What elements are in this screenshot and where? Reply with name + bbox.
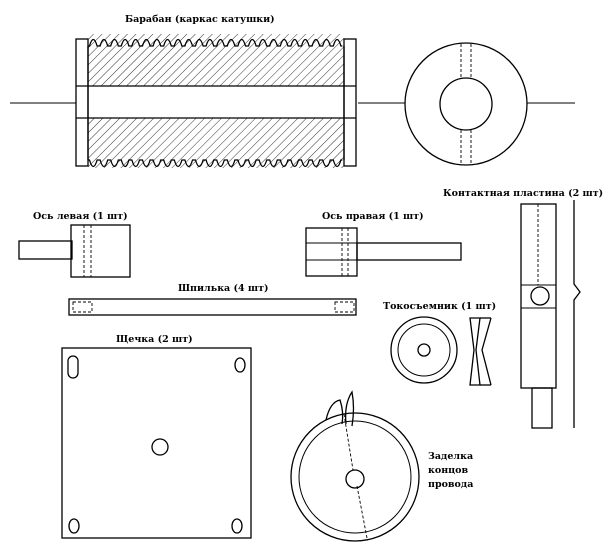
cheek-hole-bottom-left bbox=[68, 518, 80, 534]
cheek-hole-bottom-right bbox=[231, 518, 243, 534]
drum-hatch-top bbox=[88, 34, 344, 86]
cheek-slot bbox=[67, 355, 79, 379]
wire-end-hub bbox=[345, 469, 365, 489]
wire-end-label-2: концов bbox=[428, 465, 469, 476]
stud-label: Шпилька (4 шт) bbox=[178, 283, 269, 294]
drum-thread-bottom bbox=[88, 159, 343, 168]
cheek-center-hole bbox=[151, 438, 169, 456]
axle-left-hub bbox=[70, 224, 131, 278]
wire-end-dash-2 bbox=[356, 485, 368, 539]
stud-thread-left bbox=[72, 301, 93, 313]
drum-end-bore bbox=[439, 77, 493, 131]
plate-side-view bbox=[573, 200, 581, 428]
stud-body bbox=[68, 298, 357, 316]
cheek-plate bbox=[61, 347, 252, 539]
wire-end-inner bbox=[298, 420, 412, 534]
drum-thread-top bbox=[88, 38, 343, 47]
wire-end-lead-1 bbox=[325, 399, 344, 425]
collector-outer bbox=[390, 316, 458, 384]
wire-end bbox=[290, 390, 420, 542]
wire-end-lead-2 bbox=[344, 390, 355, 427]
plate-label: Контактная пластина (2 шт) bbox=[443, 188, 603, 199]
axle-left bbox=[18, 224, 131, 278]
drum-label: Барабан (каркас катушки) bbox=[125, 14, 275, 25]
axle-right-hub bbox=[305, 227, 358, 277]
axle-right-label: Ось правая (1 шт) bbox=[322, 211, 424, 222]
plate-hole bbox=[530, 286, 550, 306]
wire-end-outer bbox=[290, 412, 420, 542]
wire-end-dash-1 bbox=[343, 413, 354, 471]
drum-thread-bottom-path bbox=[88, 159, 343, 168]
collector-hole bbox=[417, 343, 431, 357]
cheek bbox=[61, 347, 252, 539]
collector-label: Токосъемник (1 шт) bbox=[383, 301, 496, 312]
wire-end-label-1: Заделка bbox=[428, 451, 473, 462]
wire-end-label-3: провода bbox=[428, 479, 473, 490]
axle-right bbox=[305, 227, 462, 277]
axle-right-shaft bbox=[356, 242, 462, 261]
cheek-label: Щечка (2 шт) bbox=[116, 334, 193, 345]
drum-bore bbox=[76, 86, 358, 118]
collector-profile-groove bbox=[481, 317, 492, 386]
collector-groove bbox=[397, 323, 451, 377]
drum-section bbox=[10, 34, 575, 168]
plate-tab bbox=[531, 387, 553, 429]
drum-thread-top-path bbox=[88, 38, 343, 47]
axle-left-shaft bbox=[18, 240, 73, 260]
stud bbox=[68, 298, 357, 316]
current-collector bbox=[390, 316, 492, 386]
cheek-hole-top-right bbox=[234, 357, 246, 373]
contact-plate bbox=[520, 200, 581, 429]
axle-left-label: Ось левая (1 шт) bbox=[33, 211, 128, 222]
drum-end-view bbox=[404, 42, 528, 166]
collector-profile bbox=[469, 317, 481, 386]
stud-thread-right bbox=[334, 301, 355, 313]
plate-body bbox=[520, 203, 557, 389]
